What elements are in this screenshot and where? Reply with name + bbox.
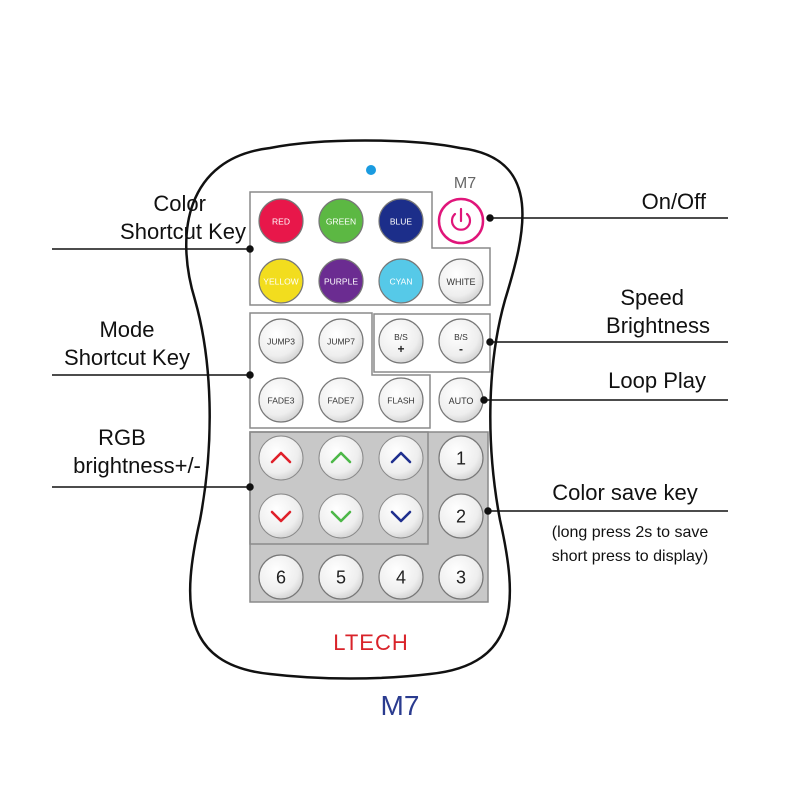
white-key-label: WHITE bbox=[447, 277, 476, 287]
mode-key-jump7-label: JUMP7 bbox=[327, 337, 355, 347]
power-icon bbox=[450, 212, 472, 231]
number-key-1[interactable]: 1 bbox=[438, 435, 484, 481]
chevron-up-icon bbox=[390, 451, 412, 464]
color-key-blue[interactable]: BLUE bbox=[378, 198, 424, 244]
color-key-cyan[interactable]: CYAN bbox=[378, 258, 424, 304]
red-up-key[interactable] bbox=[258, 435, 304, 481]
callout-color-shortcut-line2: Shortcut Key bbox=[120, 219, 246, 244]
color-key-purple-label: PURPLE bbox=[324, 277, 358, 287]
callout-mode-shortcut-line2: Shortcut Key bbox=[64, 345, 190, 370]
callout-rgb-brightness: RGB brightness+/- bbox=[52, 424, 222, 480]
chevron-up-icon bbox=[270, 451, 292, 464]
mode-key-jump3-label: JUMP3 bbox=[267, 337, 295, 347]
number-key-6[interactable]: 6 bbox=[258, 554, 304, 600]
mode-key-jump7[interactable]: JUMP7 bbox=[318, 318, 364, 364]
number-key-2[interactable]: 2 bbox=[438, 493, 484, 539]
callout-speed-line2: Brightness bbox=[606, 313, 710, 338]
callout-rgb-line1: RGB bbox=[98, 425, 146, 450]
number-key-4-label: 4 bbox=[396, 568, 406, 588]
color-key-purple[interactable]: PURPLE bbox=[318, 258, 364, 304]
chevron-down-icon bbox=[330, 510, 352, 523]
green-down-key[interactable] bbox=[318, 493, 364, 539]
white-key[interactable]: WHITE bbox=[438, 258, 484, 304]
callout-color-save: Color save key bbox=[552, 480, 698, 505]
callout-color-shortcut-line1: Color bbox=[153, 191, 206, 216]
power-button[interactable] bbox=[437, 197, 485, 245]
mode-key-fade3[interactable]: FADE3 bbox=[258, 377, 304, 423]
bs-plus-key[interactable]: B/S+ bbox=[378, 318, 424, 364]
chevron-down-icon bbox=[390, 510, 412, 523]
mode-key-flash-label: FLASH bbox=[387, 396, 414, 406]
color-key-yellow-label: YELLOW bbox=[263, 277, 298, 287]
green-up-key[interactable] bbox=[318, 435, 364, 481]
callout-color-shortcut: Color Shortcut Key bbox=[52, 190, 246, 246]
callout-speed-line1: Speed bbox=[620, 285, 684, 310]
number-key-6-label: 6 bbox=[276, 568, 286, 588]
mode-key-jump3[interactable]: JUMP3 bbox=[258, 318, 304, 364]
number-key-3-label: 3 bbox=[456, 568, 466, 588]
callout-color-save-note-line1: (long press 2s to save bbox=[551, 524, 709, 541]
mode-key-fade7-label: FADE7 bbox=[328, 396, 355, 406]
color-key-blue-label: BLUE bbox=[390, 217, 413, 227]
indicator-light bbox=[366, 165, 376, 175]
callout-color-save-note: (long press 2s to save short press to di… bbox=[520, 521, 740, 569]
callout-rgb-line2: brightness+/- bbox=[73, 453, 201, 478]
color-key-cyan-label: CYAN bbox=[390, 277, 413, 287]
red-down-key[interactable] bbox=[258, 493, 304, 539]
number-key-1-label: 1 bbox=[456, 449, 466, 469]
mode-key-fade3-label: FADE3 bbox=[268, 396, 295, 406]
color-key-yellow[interactable]: YELLOW bbox=[258, 258, 304, 304]
brand-logo: LTECH bbox=[333, 630, 409, 655]
number-key-3[interactable]: 3 bbox=[438, 554, 484, 600]
color-key-group-outline bbox=[249, 191, 491, 306]
model-caption: M7 bbox=[380, 690, 420, 721]
blue-down-key[interactable] bbox=[378, 493, 424, 539]
callout-on-off: On/Off bbox=[641, 189, 706, 214]
chevron-down-icon bbox=[270, 510, 292, 523]
bs-key-label: B/S bbox=[454, 332, 468, 342]
bs-key-label: B/S bbox=[394, 332, 408, 342]
callout-mode-shortcut-line1: Mode bbox=[99, 317, 155, 342]
number-key-5-label: 5 bbox=[336, 568, 346, 588]
color-key-red[interactable]: RED bbox=[258, 198, 304, 244]
number-key-2-label: 2 bbox=[456, 507, 466, 527]
bs-minus-key[interactable]: B/S- bbox=[438, 318, 484, 364]
number-key-5[interactable]: 5 bbox=[318, 554, 364, 600]
callout-color-save-note-line2: short press to display) bbox=[551, 548, 709, 565]
model-mark: M7 bbox=[454, 175, 476, 192]
auto-key[interactable]: AUTO bbox=[438, 377, 484, 423]
mode-key-fade7[interactable]: FADE7 bbox=[318, 377, 364, 423]
color-key-green[interactable]: GREEN bbox=[318, 198, 364, 244]
callout-speed-brightness: Speed Brightness bbox=[560, 284, 710, 340]
bs-key-sign: + bbox=[397, 342, 404, 356]
blue-up-key[interactable] bbox=[378, 435, 424, 481]
mode-key-group-outline bbox=[249, 312, 431, 429]
color-key-red-label: RED bbox=[272, 217, 290, 227]
bs-key-sign: - bbox=[459, 342, 463, 356]
color-key-green-label: GREEN bbox=[326, 217, 356, 227]
number-key-4[interactable]: 4 bbox=[378, 554, 424, 600]
callout-mode-shortcut: Mode Shortcut Key bbox=[52, 316, 202, 372]
chevron-up-icon bbox=[330, 451, 352, 464]
mode-key-flash[interactable]: FLASH bbox=[378, 377, 424, 423]
callout-loop-play: Loop Play bbox=[608, 368, 706, 393]
auto-key-label: AUTO bbox=[449, 396, 474, 406]
